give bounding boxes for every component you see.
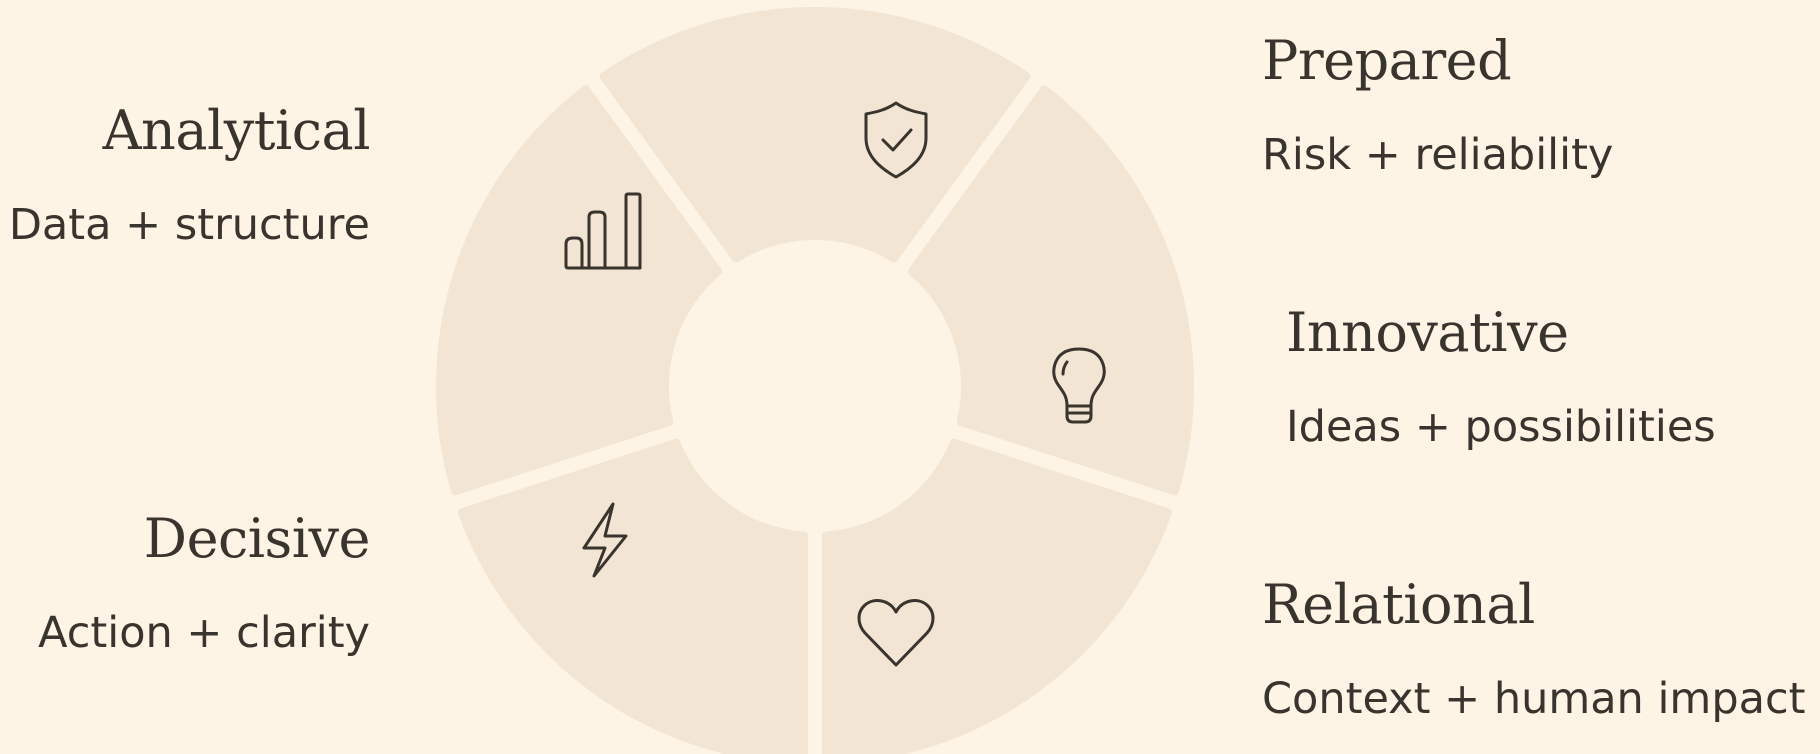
- analytical-title: Analytical: [102, 99, 371, 162]
- lightning-icon: [582, 502, 628, 578]
- shield-check-icon: [864, 101, 928, 179]
- prepared-title: Prepared: [1262, 29, 1512, 92]
- decisive-label: Decisive Action + clarity: [38, 512, 370, 655]
- decisive-title: Decisive: [143, 507, 371, 570]
- bar-chart-icon: [564, 192, 642, 270]
- analytical-subtitle: Data + structure: [8, 200, 370, 250]
- wheel-segment-innovative: [821, 438, 1173, 754]
- prepared-subtitle: Risk + reliability: [1262, 130, 1614, 180]
- heart-icon: [857, 599, 935, 667]
- wheel-segment-prepared: [907, 85, 1194, 496]
- innovative-label: Innovative Ideas + possibilities: [1286, 306, 1716, 449]
- lightbulb-icon: [1052, 347, 1106, 424]
- innovative-title: Innovative: [1286, 301, 1569, 364]
- innovative-subtitle: Ideas + possibilities: [1286, 402, 1716, 452]
- analytical-label: Analytical Data + structure: [8, 99, 371, 250]
- decisive-subtitle: Action + clarity: [38, 608, 370, 658]
- relational-title: Relational: [1262, 573, 1535, 636]
- relational-subtitle: Context + human impact: [1262, 674, 1806, 724]
- wheel-segment-decisive: [436, 85, 723, 496]
- relational-label: Relational Context + human impact: [1262, 578, 1805, 721]
- wheel-segment-relational: [457, 438, 809, 754]
- prepared-label: Prepared Risk + reliability: [1262, 34, 1613, 177]
- wheel-segment-analytical: [599, 6, 1031, 263]
